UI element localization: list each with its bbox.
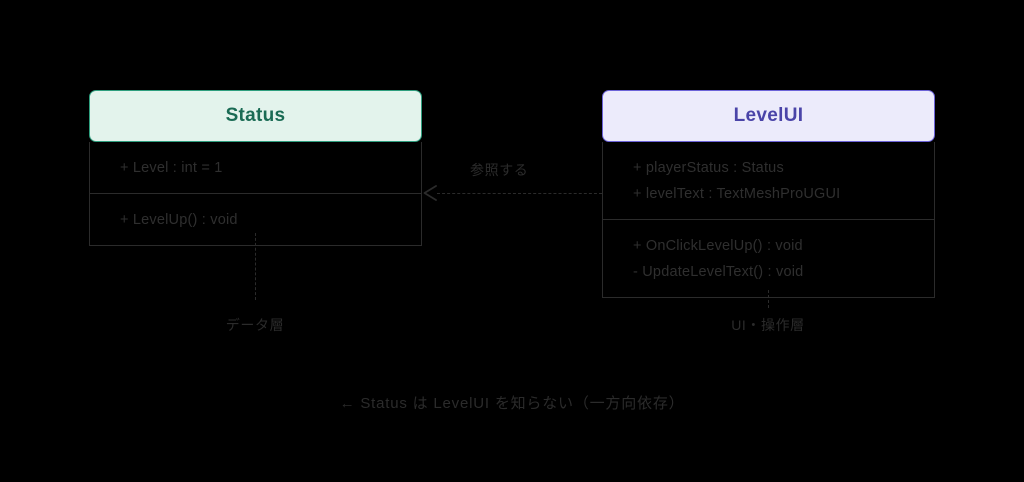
layer-stem-levelui [768, 290, 769, 308]
class-member: + levelText : TextMeshProUGUI [633, 185, 841, 202]
layer-stem-status [255, 233, 256, 300]
class-attributes-status: + Level : int = 1 [89, 142, 422, 194]
class-attributes-levelui: + playerStatus : Status + levelText : Te… [602, 142, 935, 220]
dependency-line [437, 193, 602, 194]
dependency-label: 参照する [470, 162, 529, 178]
class-methods-levelui: + OnClickLevelUp() : void - UpdateLevelT… [602, 220, 935, 298]
layer-label-ui: UI・操作層 [731, 317, 805, 333]
class-member: + OnClickLevelUp() : void [633, 237, 803, 254]
class-member: + Level : int = 1 [120, 159, 223, 176]
class-box-levelui[interactable]: LevelUI + playerStatus : Status + levelT… [602, 90, 935, 298]
class-title-levelui: LevelUI [602, 90, 935, 142]
class-member: + LevelUp() : void [120, 211, 238, 228]
layer-label-data: データ層 [225, 317, 285, 333]
diagram-caption: ← Status は LevelUI を知らない（一方向依存） [339, 395, 685, 412]
dependency-arrowhead-icon [423, 185, 437, 201]
class-title-status: Status [89, 90, 422, 142]
class-member: + playerStatus : Status [633, 159, 784, 176]
class-member: - UpdateLevelText() : void [633, 263, 804, 280]
class-box-status[interactable]: Status + Level : int = 1 + LevelUp() : v… [89, 90, 422, 246]
